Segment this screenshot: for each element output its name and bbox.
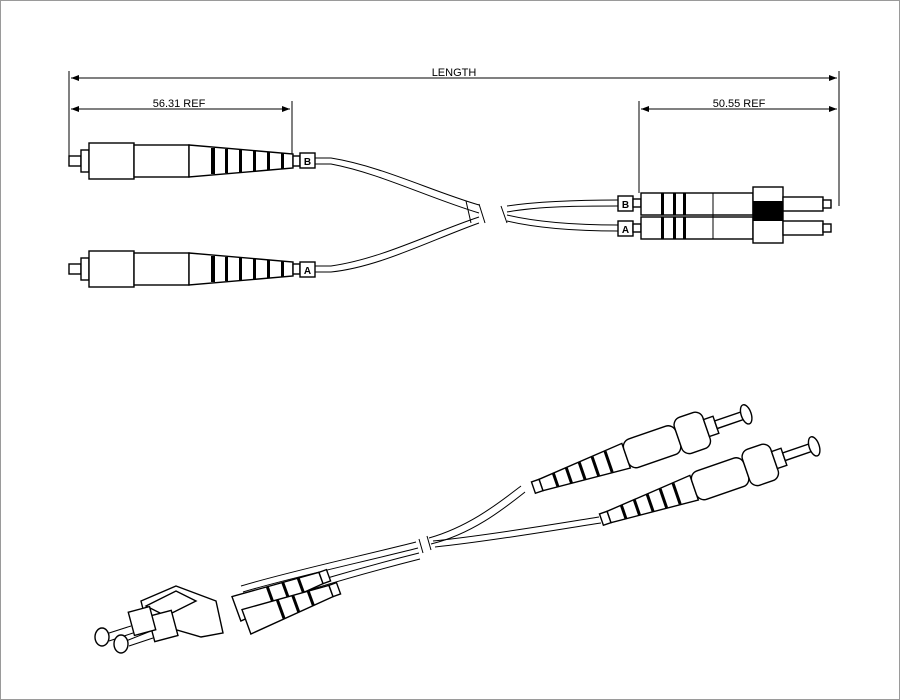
length-dimension: LENGTH [68,67,840,206]
iso-lc-connector-head [94,585,224,654]
right-ref-dimension: 50.55 REF [638,98,837,193]
right-lc-duplex-connector [632,186,832,244]
cables-top [315,157,619,273]
length-label: LENGTH [432,67,477,79]
iso-lc-boot-2 [241,581,342,635]
leg-label-b-right: B [622,200,629,211]
isometric-view [94,394,826,654]
left-connector-a [68,250,301,288]
leg-label-a-right: A [622,225,629,236]
leg-label-b-left: B [304,157,311,168]
right-ref-label: 50.55 REF [713,98,766,110]
left-ref-label: 56.31 REF [153,98,206,110]
leg-label-a-left: A [304,266,311,277]
left-connector-b [68,142,301,180]
left-ref-dimension: 56.31 REF [71,98,293,156]
